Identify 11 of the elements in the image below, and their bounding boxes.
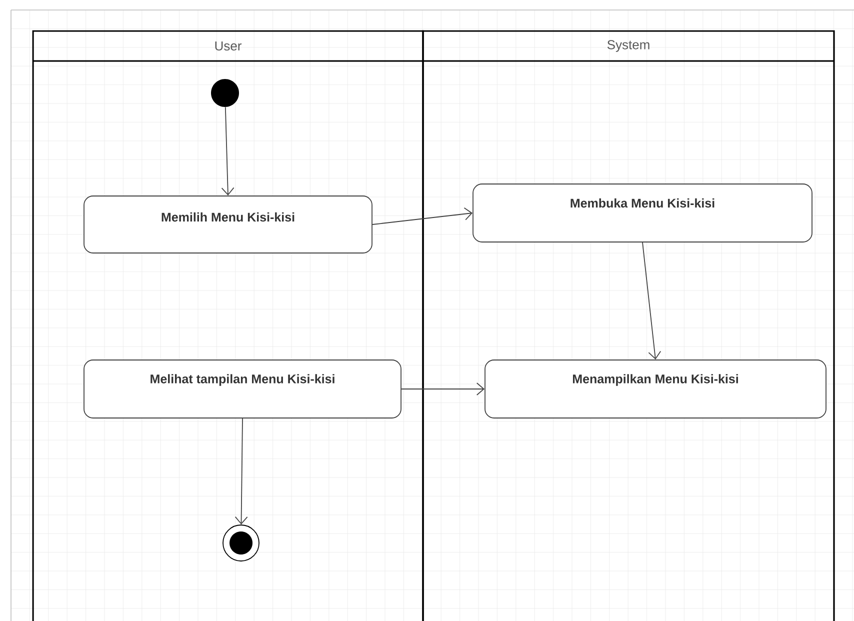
action-box: Melihat tampilan Menu Kisi-kisi [84, 360, 402, 418]
start-node [211, 79, 239, 107]
action-box: Memilih Menu Kisi-kisi [84, 196, 372, 254]
action-box: Menampilkan Menu Kisi-kisi [484, 360, 826, 418]
end-node [222, 524, 260, 562]
arrow [221, 106, 234, 196]
action-box: Membuka Menu Kisi-kisi [472, 184, 812, 242]
arrow [372, 207, 473, 225]
arrow [234, 418, 248, 525]
arrow [401, 382, 485, 396]
arrow [642, 242, 662, 360]
